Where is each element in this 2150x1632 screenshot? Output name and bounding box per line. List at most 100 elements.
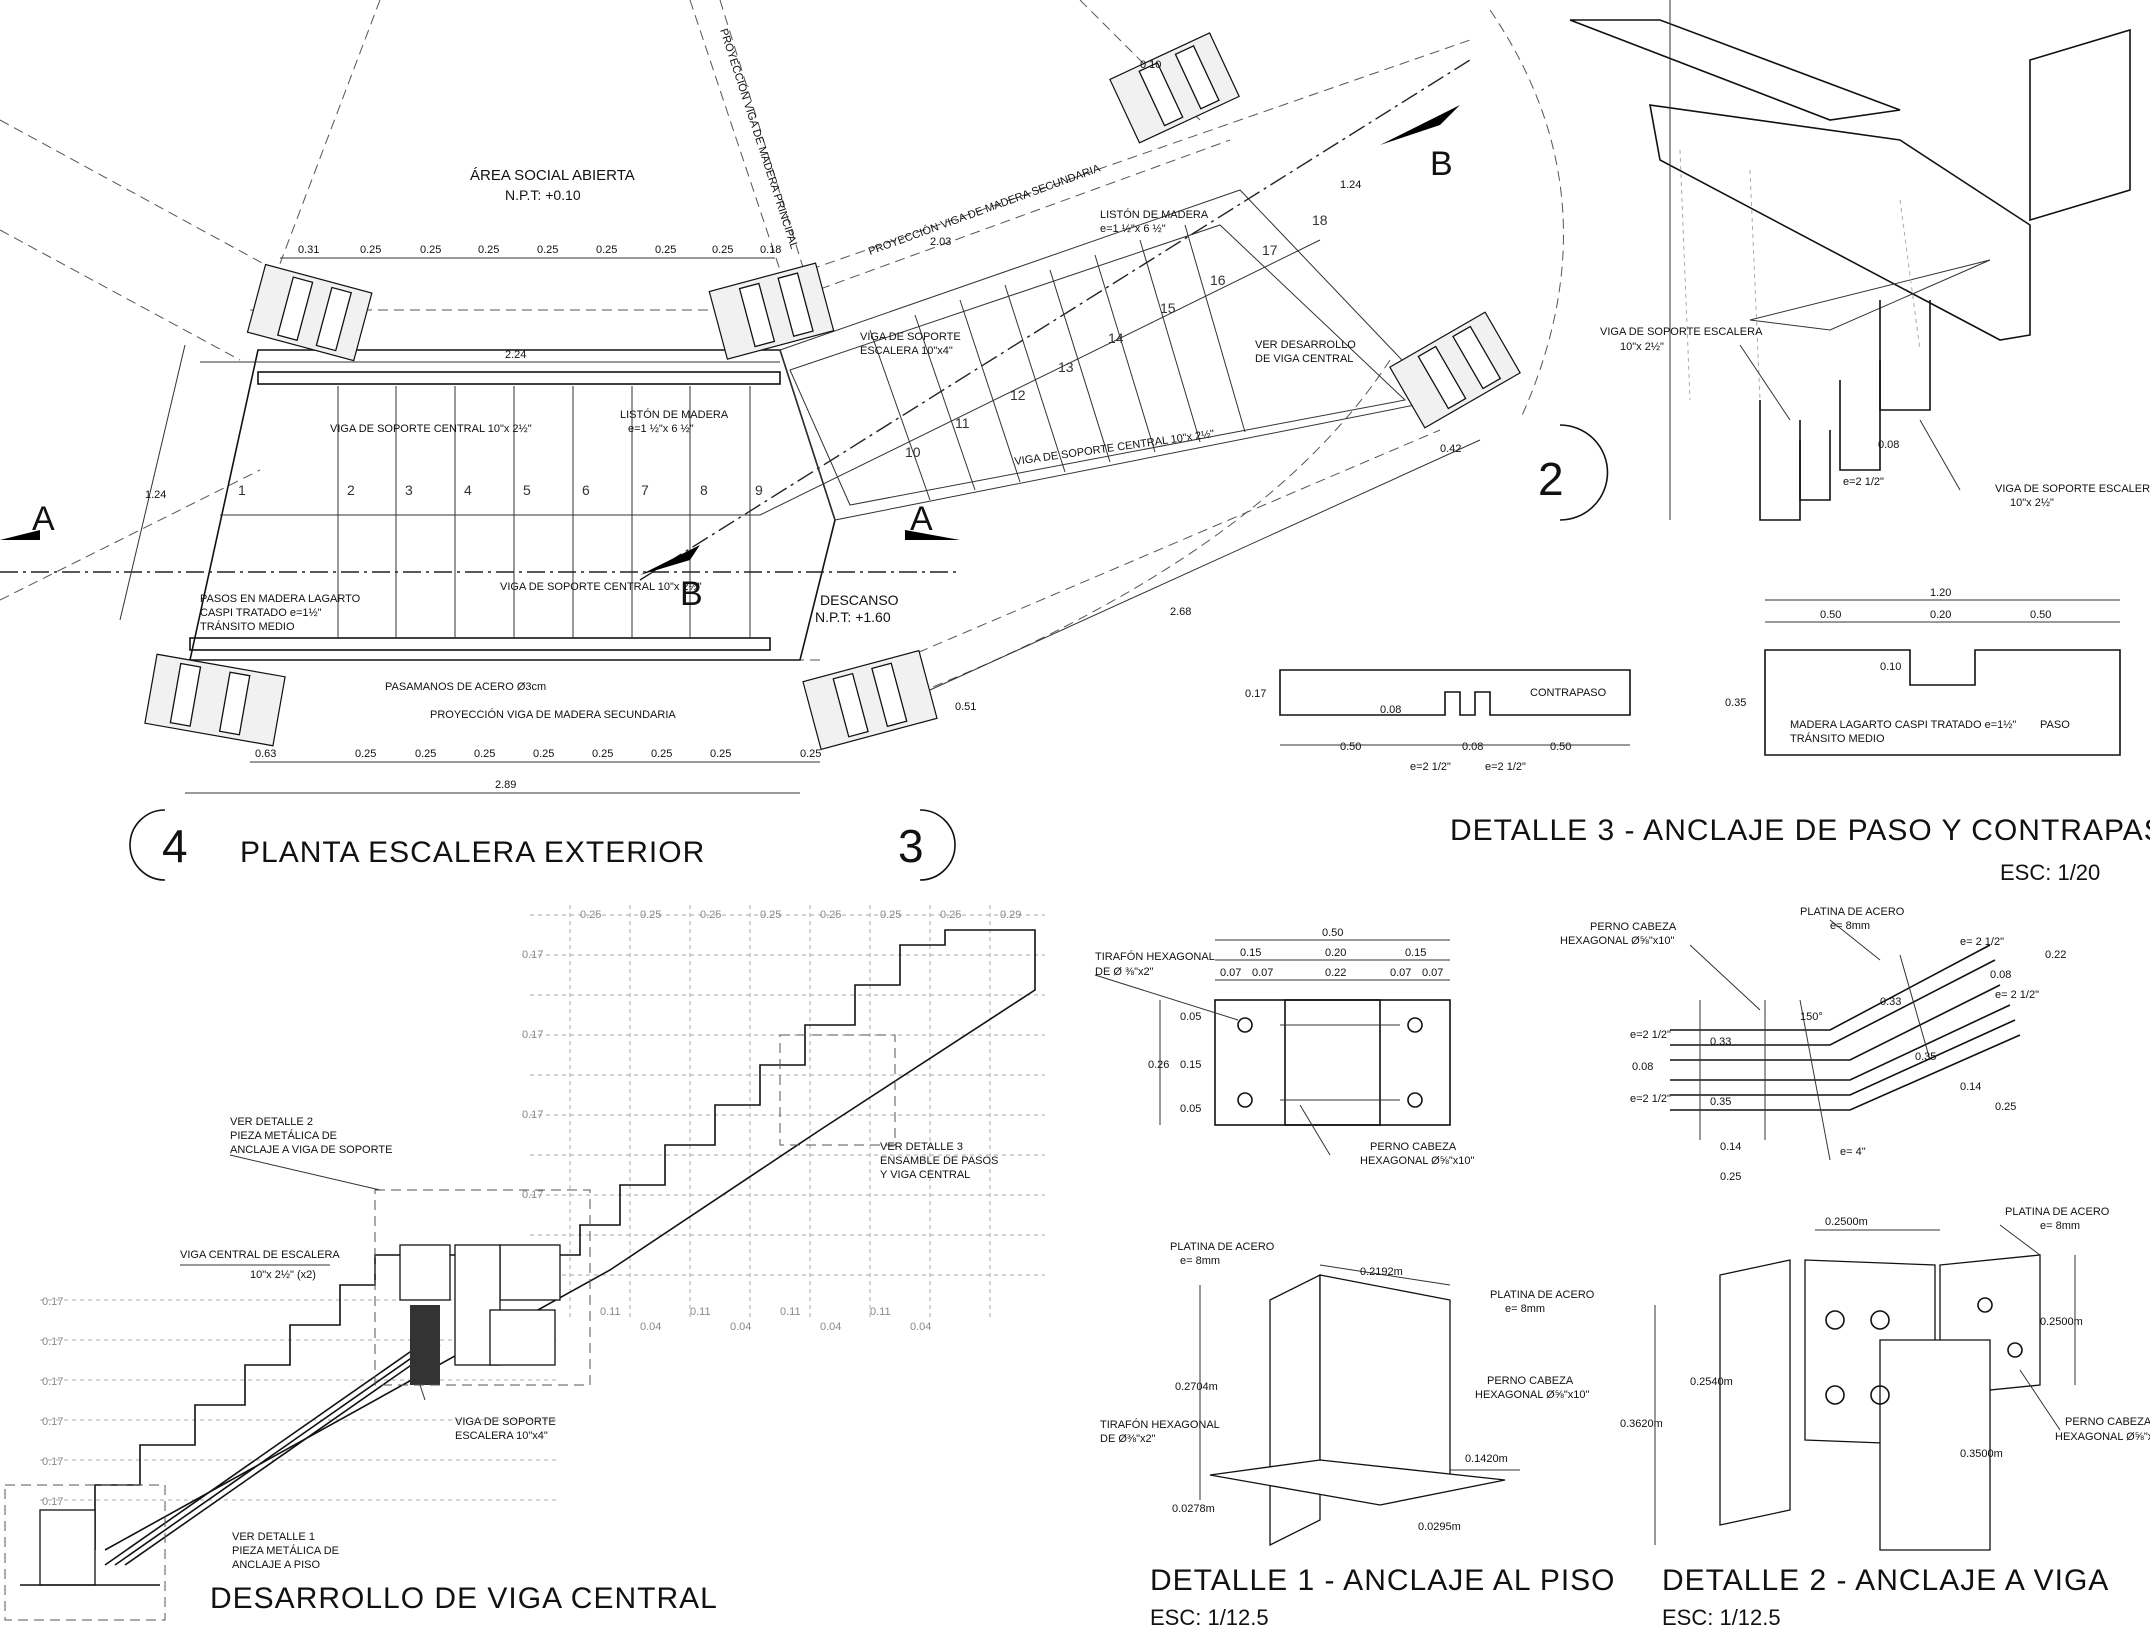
dim-label: 0.15 [1405, 947, 1426, 959]
dim-label: 0.25 [420, 244, 441, 256]
note-pasamanos: PASAMANOS DE ACERO Ø3cm [385, 681, 546, 693]
callout-2-circle [1559, 424, 1609, 521]
dim-label: e= 2 1/2" [1960, 936, 2004, 948]
dim-label: 0.2192m [1360, 1266, 1403, 1278]
dim-label: 0.50 [1322, 927, 1343, 939]
dim-label: 0.2540m [1690, 1376, 1733, 1388]
dim-small: 0.11 [780, 1306, 801, 1318]
plate-front [1879, 1339, 1991, 1551]
note-ver-desarrollo: VER DESARROLLO [1255, 339, 1356, 351]
note-ver-detalle-1c: ANCLAJE A PISO [232, 1559, 320, 1571]
dim-label: 0.08 [1462, 741, 1483, 753]
desarrollo-view: 0.29 0.25 0.25 0.25 0.25 0.25 0.25 0.25 … [4, 905, 1045, 1621]
step-number: 5 [523, 482, 531, 498]
dim-label: 1.20 [1930, 587, 1951, 599]
dim-label: 0.0295m [1418, 1521, 1461, 1533]
dim-tread: 0.25 [700, 909, 721, 921]
paso-label: PASO [2040, 719, 2070, 731]
dim-label: 0.20 [1930, 609, 1951, 621]
anchor-plate-top-left [246, 263, 373, 362]
landing-level: N.P.T: +1.60 [815, 609, 891, 625]
dim-small: 0.04 [820, 1321, 841, 1333]
step-number: 16 [1210, 272, 1226, 288]
handrail-top [257, 371, 781, 385]
dim-label: e=2 1/2" [1843, 476, 1884, 488]
step-number: 14 [1108, 330, 1124, 346]
note-ver-detalle-1: VER DETALLE 1 [232, 1531, 315, 1543]
dim-label: 1.24 [1340, 179, 1361, 191]
dim-label: 0.15 [1180, 1059, 1201, 1071]
section-line-b [639, 59, 1471, 581]
perno-label: PERNO CABEZA [1370, 1141, 1457, 1153]
dim-riser: 0.17 [42, 1336, 63, 1348]
callout-3-circle [919, 809, 956, 881]
dim-tread: 0.25 [580, 909, 601, 921]
support-block [489, 1309, 556, 1366]
dim-label: 0.1420m [1465, 1453, 1508, 1465]
dim-label: 0.10 [1880, 661, 1901, 673]
leader-line [1999, 1224, 2041, 1256]
leader-line [1919, 419, 1961, 491]
dim-label: 0.51 [955, 701, 976, 713]
leader-line [229, 1154, 381, 1191]
beam-line-c [124, 1344, 441, 1566]
section-arrow-a-left [0, 530, 40, 540]
detail-3: VIGA DE SOPORTE ESCALERA 10"x 2½" VIGA D… [1245, 0, 2150, 885]
callout-4: 4 [162, 820, 188, 872]
dim-label: 0.50 [2030, 609, 2051, 621]
iso-beam [1649, 104, 2031, 341]
dim-small: 0.04 [910, 1321, 931, 1333]
note-ver-detalle-1b: PIEZA METÁLICA DE [232, 1544, 339, 1557]
dim-label: 0.25 [1720, 1171, 1741, 1183]
step-number: 3 [405, 482, 413, 498]
detail-2-frame [374, 1189, 591, 1386]
dim-tread: 0.25 [640, 909, 661, 921]
note-viga-central-b: 10"x 2½" (x2) [250, 1269, 316, 1281]
dim-label: 0.05 [1180, 1011, 1201, 1023]
dim-label: 0.0278m [1172, 1503, 1215, 1515]
detail-2: 150° 0.33 0.35 0.33 0.35 0.14 0.25 0.14 … [1560, 906, 2150, 1630]
note-viga-soporte: VIGA DE SOPORTE [860, 331, 961, 343]
bent-plate-top [1670, 959, 1996, 1046]
dim-label: 0.25 [651, 748, 672, 760]
dim-small: 0.11 [600, 1306, 621, 1318]
projection-main-label: PROYECCIÓN VIGA DE MADERA PRINCIPAL [717, 27, 801, 251]
dim-label: 0.35 [1915, 1051, 1936, 1063]
dim-label: 0.15 [1240, 947, 1261, 959]
note-ver-detalle-3c: Y VIGA CENTRAL [880, 1169, 970, 1181]
dim-label: 0.14 [1960, 1081, 1981, 1093]
landing-label: DESCANSO [820, 592, 899, 608]
perno-label-b: HEXAGONAL Ø⅝"x10" [1360, 1155, 1474, 1167]
stair-outline [189, 349, 836, 661]
bolt-icon [1407, 1092, 1423, 1108]
dim-label: 0.08 [1878, 439, 1899, 451]
dim-label: 0.63 [255, 748, 276, 760]
dim-label: 0.17 [1245, 688, 1266, 700]
beam-edge [1670, 984, 2001, 1061]
platina-label: PLATINA DE ACERO [1800, 906, 1905, 918]
detail-3-scale: ESC: 1/20 [2000, 860, 2100, 885]
construction-line [789, 139, 1231, 301]
note-pasos-c: TRÁNSITO MEDIO [200, 620, 295, 633]
dim-label: 0.25 [537, 244, 558, 256]
detail-1-title: DETALLE 1 - ANCLAJE AL PISO [1150, 1564, 1616, 1597]
construction-line [829, 429, 1441, 691]
step-number: 18 [1312, 212, 1328, 228]
dim-label: 0.33 [1710, 1036, 1731, 1048]
dim-label: 0.25 [474, 748, 495, 760]
section-label-a-right: A [910, 500, 933, 538]
plate-vertical-left [1269, 1273, 1321, 1547]
construction-line [899, 359, 1391, 701]
dim-label: 0.25 [712, 244, 733, 256]
dim-label: 0.25 [592, 748, 613, 760]
dim-label: 0.20 [1325, 947, 1346, 959]
dim-label: 0.35 [1710, 1096, 1731, 1108]
dim-riser: 0.17 [42, 1456, 63, 1468]
dim-label: 0.25 [478, 244, 499, 256]
plate-left [1719, 1259, 1791, 1526]
iso-projection [1899, 199, 1921, 351]
landing-inner [789, 224, 1407, 506]
note-viga-soporte-b: ESCALERA 10"x4" [860, 345, 953, 357]
anchor-plate-bottom-left [144, 653, 286, 747]
iso-viga2-label: VIGA DE SOPORTE ESCALERA [1995, 483, 2150, 495]
